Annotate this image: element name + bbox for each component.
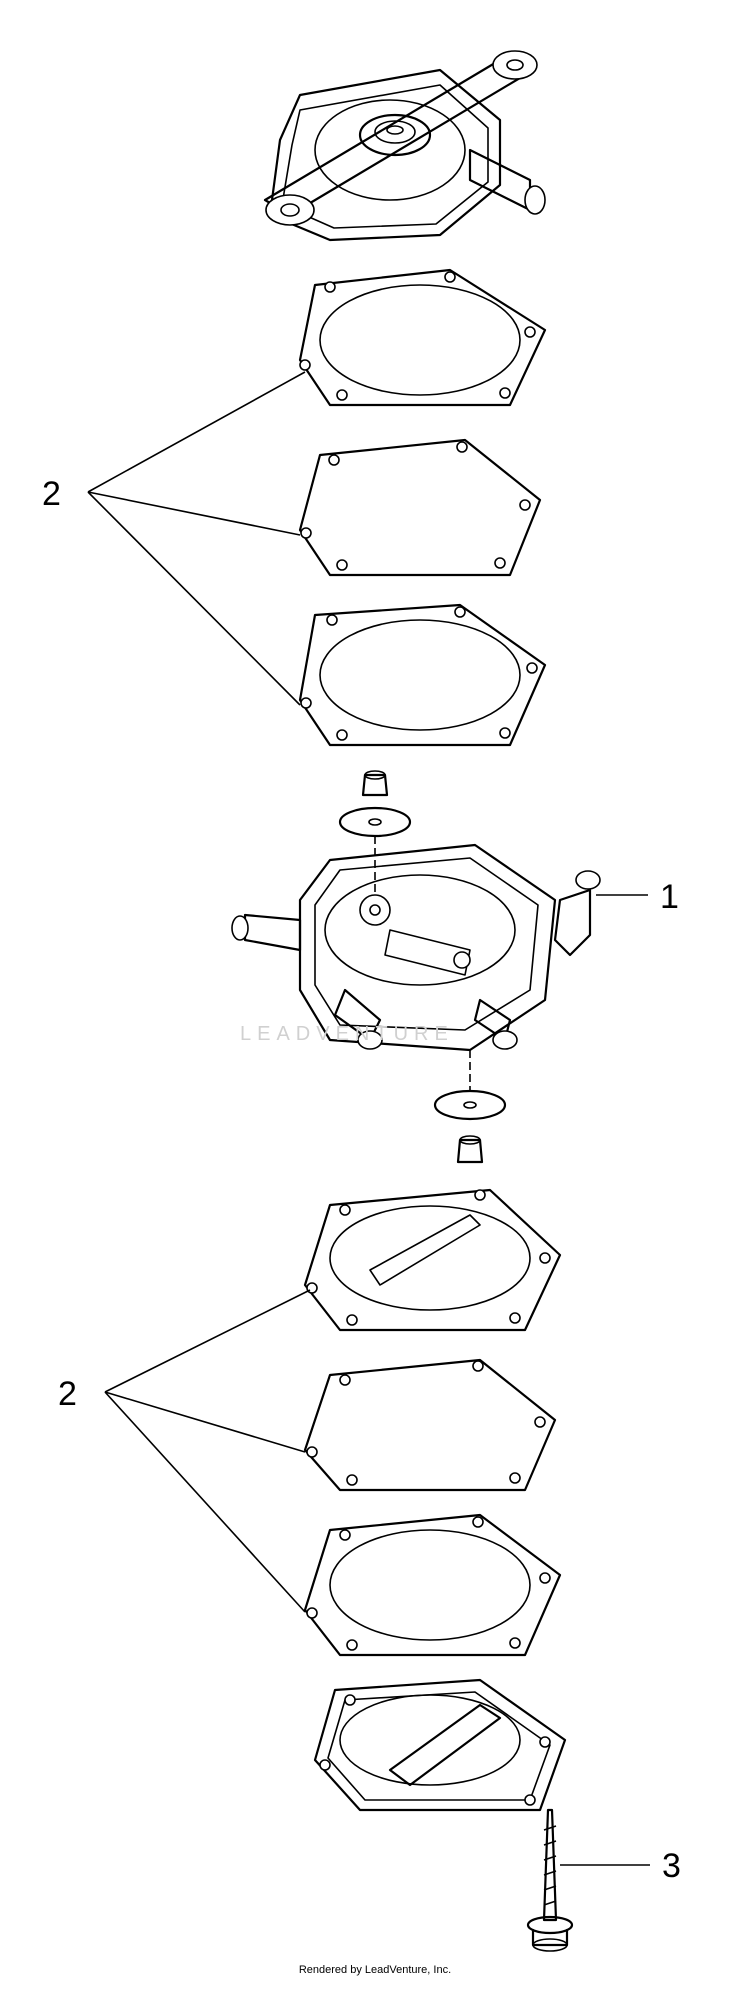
callout-2-bottom-leaders xyxy=(104,1289,311,1613)
lower-gasket-3 xyxy=(303,1513,562,1657)
callout-2-bottom: 2 xyxy=(58,1375,77,1413)
lower-gasket-2 xyxy=(303,1358,557,1492)
callout-2-top-leaders xyxy=(87,371,306,706)
upper-gasket-1 xyxy=(298,268,547,407)
watermark-text: LEADVENTURE xyxy=(240,1023,454,1045)
callout-2-top: 2 xyxy=(42,475,61,513)
footer-credit: Rendered by LeadVenture, Inc. xyxy=(298,1964,452,1976)
valve-cap-bottom xyxy=(456,1135,484,1164)
screw xyxy=(526,1808,574,1952)
valve-washer-top xyxy=(338,806,412,838)
pump-cover xyxy=(263,50,546,242)
valve-washer-bottom xyxy=(433,1089,507,1121)
callout-3: 3 xyxy=(662,1847,681,1885)
upper-gasket-3 xyxy=(298,603,547,747)
upper-gasket-2 xyxy=(298,438,542,577)
callout-1: 1 xyxy=(660,878,679,916)
bottom-cover xyxy=(313,1678,567,1812)
valve-cap-top xyxy=(361,770,389,797)
lower-gasket-1 xyxy=(303,1188,562,1332)
pump-body xyxy=(231,843,601,1052)
